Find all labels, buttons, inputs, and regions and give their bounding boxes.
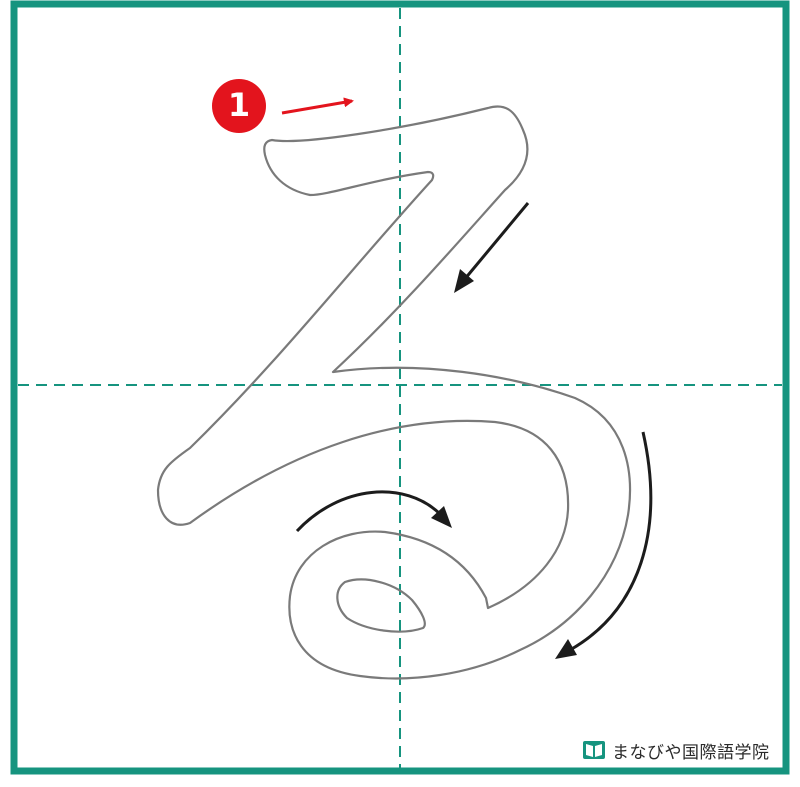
character-outline — [156, 105, 632, 680]
right-curve-direction-arrow — [555, 431, 653, 659]
loop-curve-direction-arrow — [295, 490, 452, 533]
diagonal-direction-arrow — [454, 202, 530, 293]
open-book-logo-icon — [583, 741, 605, 759]
stroke-number-badge — [212, 79, 266, 133]
start-direction-arrow — [281, 97, 354, 115]
inner-loop-outline — [336, 578, 426, 633]
stroke-number-text: 1 — [228, 86, 250, 124]
brand-name: まなびや国際語学院 — [612, 742, 770, 763]
brand-footer: まなびや国際語学院 — [582, 737, 770, 763]
